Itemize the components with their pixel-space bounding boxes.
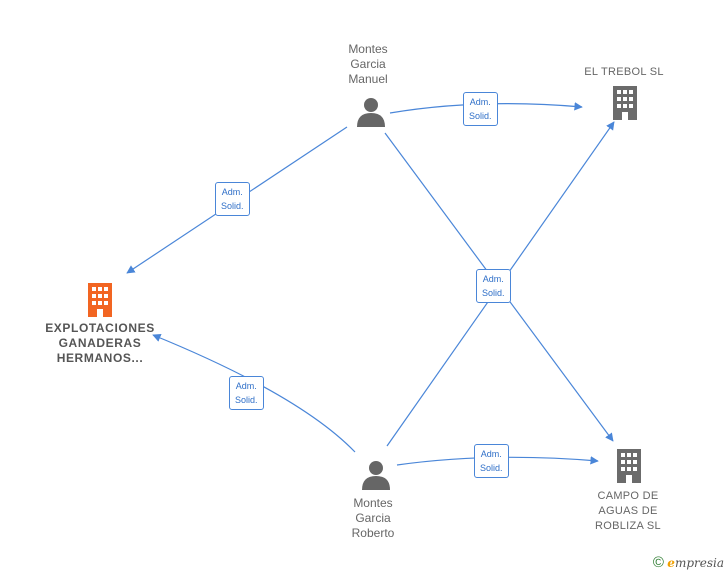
node-label-explotaciones[interactable]: EXPLOTACIONES GANADERAS HERMANOS...: [45, 321, 155, 365]
main-building-icon[interactable]: [85, 283, 115, 317]
node-label-trebol[interactable]: EL TREBOL SL: [584, 66, 664, 78]
edge-label-cross: Adm. Solid.: [476, 269, 511, 303]
edge-label-manuel-trebol: Adm. Solid.: [463, 92, 498, 126]
edge-label-roberto-campo: Adm. Solid.: [474, 444, 509, 478]
person-icon[interactable]: [360, 458, 392, 490]
copyright-symbol: ©: [652, 554, 664, 571]
node-label-manuel[interactable]: Montes Garcia Manuel: [348, 42, 388, 86]
edge-label-roberto-explotaciones: Adm. Solid.: [229, 376, 264, 410]
edge-roberto-explotaciones: [152, 333, 356, 453]
node-label-roberto[interactable]: Montes Garcia Roberto: [351, 496, 395, 540]
footer-brand: © empresia: [653, 554, 724, 571]
building-icon[interactable]: [610, 86, 640, 120]
building-icon[interactable]: [614, 449, 644, 483]
empresia-logo: empresia: [667, 556, 724, 570]
edge-label-manuel-explotaciones: Adm. Solid.: [215, 182, 250, 216]
person-icon[interactable]: [355, 95, 387, 127]
node-label-campo[interactable]: CAMPO DE AGUAS DE ROBLIZA SL: [595, 490, 661, 532]
